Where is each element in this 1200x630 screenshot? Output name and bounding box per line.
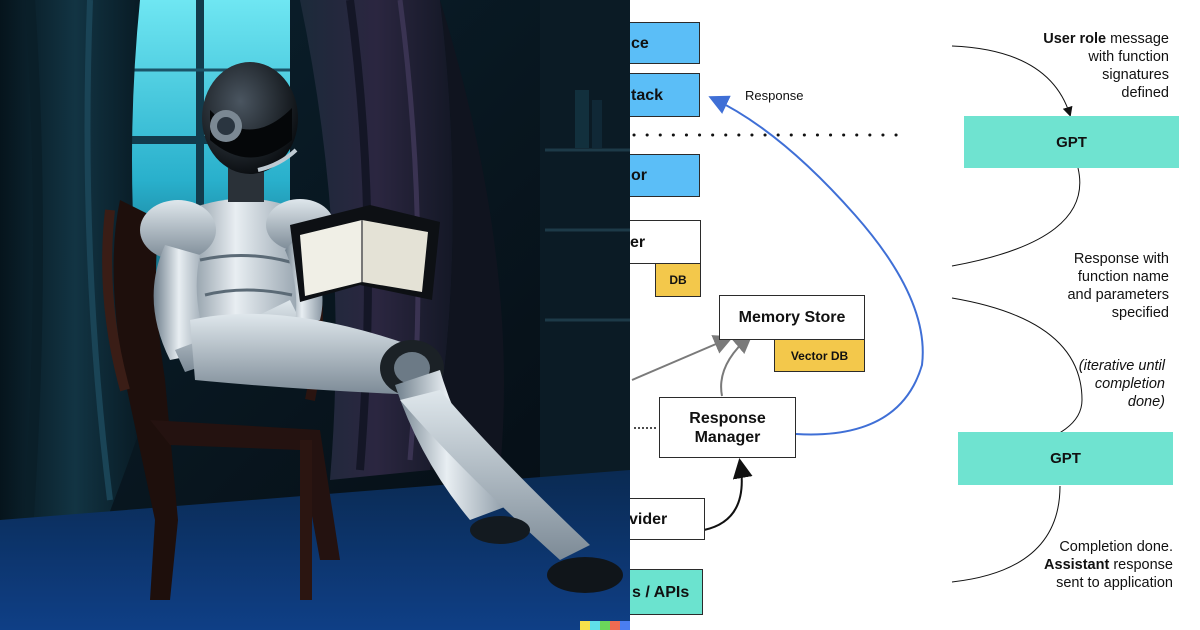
note-response-line4: specified [1111,305,1169,321]
note-user-role-line3: signatures [1102,67,1169,83]
db-tag-label: DB [669,273,687,287]
arrow-response-blue [708,95,924,436]
response-manager-label-line2: Manager [694,428,761,446]
note-iterative: (iterative until completion done) [1079,357,1165,411]
box-apis-label: s / APIs [632,583,690,601]
architecture-diagram: ce tack or er DB Memory Store Vector DB … [630,0,1200,630]
box-top-3-label: or [631,167,647,184]
box-provider-label: vider [630,510,668,528]
curve-into-gpt-top [951,45,1073,117]
box-top-2-label: tack [631,86,664,104]
arrow-to-memory-store-left [631,335,734,381]
arrow-response-manager-to-memory-store [720,333,754,397]
note-completion-line3: sent to application [1056,575,1173,591]
note-user-role-bold: User role [1043,31,1107,47]
note-response-function: Response with function name and paramete… [1067,250,1169,322]
box-top-2: tack [630,73,700,117]
box-top-4: er [630,220,701,264]
note-iterative-line3: done) [1127,394,1165,410]
note-completion-done: Completion done. Assistant response sent… [1044,538,1173,592]
robot-scene [0,0,630,630]
note-user-role-line2: with function [1088,49,1169,65]
memory-store-label: Memory Store [738,309,846,326]
curve-out-of-gpt-bottom [951,485,1061,583]
gpt-box-top: GPT [964,116,1179,168]
db-tag: DB [655,263,701,297]
response-manager-label-line1: Response [689,409,766,427]
vector-db-tag: Vector DB [774,339,865,372]
response-arrow-label: Response [745,88,804,103]
note-iterative-line2: completion [1094,376,1165,392]
vector-db-tag-label: Vector DB [790,348,849,363]
note-completion-line1: Completion done. [1059,539,1173,555]
box-top-3: or [630,154,700,197]
arrow-provider-to-response-manager [703,458,753,531]
diagram-connectors [631,45,1083,583]
note-user-role-line4: defined [1121,85,1169,101]
box-provider: vider [630,498,705,540]
note-response-line1: Response with [1073,251,1169,267]
box-top-1-label: ce [631,34,649,52]
curve-out-of-gpt-top [951,167,1081,267]
gpt-box-top-label: GPT [1056,133,1087,151]
note-user-role-rest: message [1106,31,1169,47]
box-top-1: ce [630,22,700,64]
box-apis: s / APIs [630,569,703,615]
note-response-line3: and parameters [1067,287,1169,303]
gpt-box-bottom: GPT [958,432,1173,485]
note-response-line2: function name [1077,269,1169,285]
gpt-box-bottom-label: GPT [1050,450,1081,467]
note-completion-bold: Assistant [1044,557,1110,573]
note-user-role: User role message with function signatur… [1043,30,1169,102]
response-arrow-label-text: Response [745,88,804,103]
note-iterative-line1: (iterative until [1078,358,1165,374]
note-completion-rest: response [1109,557,1173,573]
memory-store-box: Memory Store [719,295,865,340]
robot-reading-illustration [0,0,630,630]
response-manager-box: Response Manager [659,397,796,458]
box-top-4-label: er [630,233,646,251]
